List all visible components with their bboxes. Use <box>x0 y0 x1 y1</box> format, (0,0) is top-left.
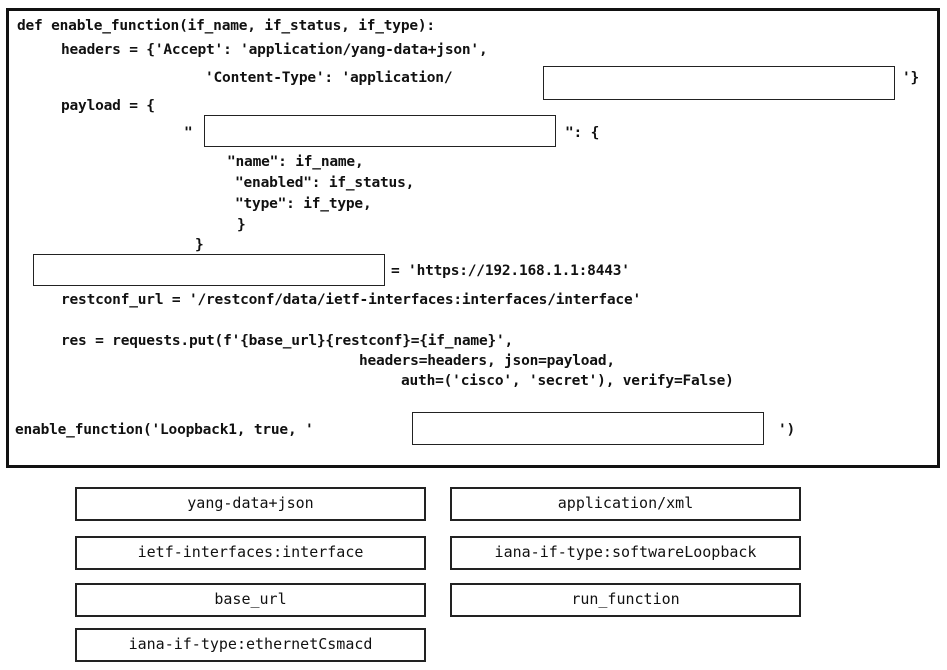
code-line-base-url-value: = 'https://192.168.1.1:8443' <box>391 263 630 279</box>
code-line-call-end: ') <box>778 422 796 438</box>
choice-iana-software-loopback[interactable]: iana-if-type:softwareLoopback <box>450 536 801 570</box>
code-line-enabled: "enabled": if_status, <box>235 175 415 191</box>
code-line-inner-close: } <box>237 217 246 233</box>
code-line-content-type-end: '} <box>902 70 920 86</box>
choice-yang-data-json[interactable]: yang-data+json <box>75 487 426 521</box>
code-line-requests-put: res = requests.put(f'{base_url}{restconf… <box>61 333 514 349</box>
code-line-payload-close: } <box>195 237 204 253</box>
code-panel: def enable_function(if_name, if_status, … <box>6 8 940 468</box>
code-line-name: "name": if_name, <box>227 154 364 170</box>
choice-iana-ethernet-csmacd[interactable]: iana-if-type:ethernetCsmacd <box>75 628 426 662</box>
code-line-headers: headers = {'Accept': 'application/yang-d… <box>61 42 488 58</box>
code-line-payload: payload = { <box>61 98 155 114</box>
code-line-headers-json: headers=headers, json=payload, <box>359 353 615 369</box>
choice-base-url[interactable]: base_url <box>75 583 426 617</box>
code-line-restconf-url: restconf_url = '/restconf/data/ietf-inte… <box>61 292 642 308</box>
code-line-payload-key-close: ": { <box>565 125 600 141</box>
blank-payload-key[interactable] <box>204 115 556 147</box>
choice-ietf-interfaces-interface[interactable]: ietf-interfaces:interface <box>75 536 426 570</box>
choice-run-function[interactable]: run_function <box>450 583 801 617</box>
code-line-def: def enable_function(if_name, if_status, … <box>17 18 435 34</box>
code-line-auth: auth=('cisco', 'secret'), verify=False) <box>401 373 734 389</box>
code-line-payload-key-open: " <box>184 125 193 141</box>
code-line-call: enable_function('Loopback1, true, ' <box>15 422 314 438</box>
blank-if-type[interactable] <box>412 412 764 445</box>
code-line-content-type: 'Content-Type': 'application/ <box>205 70 453 86</box>
blank-content-type[interactable] <box>543 66 895 100</box>
code-line-type: "type": if_type, <box>235 196 372 212</box>
choice-application-xml[interactable]: application/xml <box>450 487 801 521</box>
blank-base-url[interactable] <box>33 254 385 286</box>
